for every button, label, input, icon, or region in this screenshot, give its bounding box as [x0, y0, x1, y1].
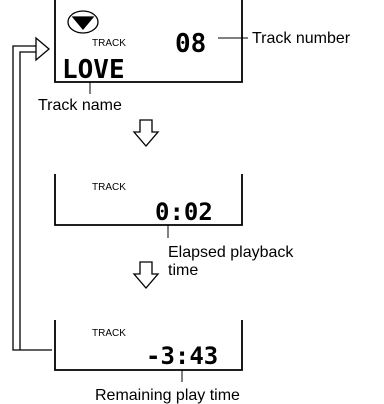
track-indicator-label: TRACK — [92, 182, 126, 193]
remaining-time-readout: -3:43 — [146, 342, 218, 370]
disc-icon — [67, 10, 99, 34]
display-panel-2: TRACK 0:02 Elapsed playback time — [54, 174, 294, 279]
elapsed-time-caption-line1: Elapsed playback — [168, 244, 294, 261]
track-name-readout: LOVE — [62, 55, 125, 85]
display-frame — [54, 174, 243, 226]
elapsed-time-readout: 0:02 — [155, 198, 213, 226]
track-number-caption: Track number — [252, 30, 351, 47]
track-indicator-label: TRACK — [92, 328, 126, 339]
loop-back-arrow-icon — [12, 36, 52, 351]
track-indicator-label: TRACK — [92, 38, 126, 49]
display-frame — [54, 0, 243, 83]
down-arrow-icon — [132, 119, 160, 147]
display-frame — [54, 320, 243, 371]
track-number-readout: 08 — [175, 29, 206, 59]
down-arrow-icon — [132, 261, 160, 289]
remaining-time-caption: Remaining play time — [95, 387, 240, 404]
display-panel-1: TRACK 08 LOVE Track number Track name — [38, 0, 351, 114]
elapsed-time-caption-line2: time — [168, 262, 198, 279]
display-panel-3: TRACK -3:43 Remaining play time — [54, 320, 243, 404]
track-name-caption: Track name — [38, 97, 122, 114]
